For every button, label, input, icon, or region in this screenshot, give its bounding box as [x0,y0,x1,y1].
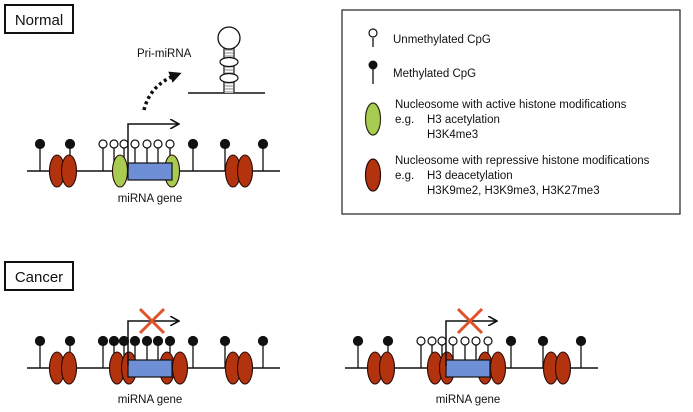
blocked-cross-icon [138,307,166,335]
unmethylated-cpg-icon [483,336,493,346]
unmethylated-cpg-icon [416,336,426,346]
legend-active-title: Nucleosome with active histone modificat… [395,99,627,111]
methylated-cpg-icon [575,335,587,347]
mirna-gene-box [127,359,173,378]
methylated-cpg-icon [368,60,378,84]
repressive-nucleosome [60,351,78,385]
pri-mirna-hairpin-icon [188,26,265,94]
unmethylated-cpg-icon [437,336,447,346]
cancer-label-box: Cancer [4,261,74,291]
active-nucleosome-icon [364,102,382,136]
legend-repressive-title: Nucleosome with repressive histone modif… [395,155,650,167]
normal-label-box: Normal [4,4,74,34]
cancer-gene-label-1: miRNA gene [118,394,183,406]
cancer-panel: Cancer miRNA gene miRNA gene [4,261,598,406]
mirna-gene-box [445,359,491,378]
unmethylated-cpg-icon [368,28,378,47]
methylated-cpg-icon [352,335,364,347]
methylated-cpg-icon [34,335,46,347]
legend-repressive-mod-1: H3 deacetylation [427,170,513,182]
methylated-cpg-icon [129,335,141,347]
legend-active-mod-2: H3K4me3 [427,129,478,141]
legend-repressive-eg: e.g. [395,170,414,182]
unmethylated-cpg-icon [130,139,140,149]
methylated-cpg-icon [219,138,231,150]
unmethylated-cpg-icon [98,139,108,149]
unmethylated-cpg-icon [448,336,458,346]
repressive-nucleosome [236,154,254,188]
transcription-start-arrow [127,321,178,366]
unmethylated-cpg-icon [119,139,129,149]
repressive-nucleosome [60,154,78,188]
normal-gene-label: miRNA gene [118,193,183,205]
methylated-cpg-icon [118,335,130,347]
unmethylated-cpg-icon [109,139,119,149]
methylated-cpg-icon [97,335,109,347]
repressive-nucleosome [236,351,254,385]
cancer-gene-locus-methylated [27,307,280,385]
repressive-nucleosome [489,351,507,385]
transcription-start-arrow [445,321,496,366]
legend-active-eg: e.g. [395,114,414,126]
methylated-cpg-icon [187,335,199,347]
mirna-gene-box [127,162,173,181]
normal-label: Normal [15,12,63,29]
unmethylated-cpg-icon [153,139,163,149]
methylated-cpg-icon [64,138,76,150]
methylated-cpg-icon [164,335,176,347]
repressive-nucleosome [378,351,396,385]
legend: Unmethylated CpG Methylated CpG Nucleoso… [341,9,681,215]
normal-panel: Normal Pri-miRNA miRNA gene [4,4,280,205]
cancer-gene-label-2: miRNA gene [436,394,501,406]
unmethylated-cpg-icon [427,336,437,346]
transcription-start-arrow [127,124,178,169]
legend-repressive-mod-2: H3K9me2, H3K9me3, H3K27me3 [427,185,600,197]
methylated-cpg-icon [187,138,199,150]
repressive-nucleosome [554,351,572,385]
normal-gene-locus [27,124,280,188]
methylated-cpg-icon [257,138,269,150]
methylated-cpg-icon [219,335,231,347]
blocked-cross-icon [456,307,484,335]
methylated-cpg-icon [257,335,269,347]
methylated-cpg-icon [537,335,549,347]
repressive-nucleosome [171,351,189,385]
unmethylated-cpg-icon [165,139,175,149]
methylated-cpg-icon [108,335,120,347]
methylated-cpg-icon [382,335,394,347]
unmethylated-cpg-icon [142,139,152,149]
active-nucleosome [111,154,129,188]
legend-active-mod-1: H3 acetylation [427,114,500,126]
transcription-dotted-arrow [142,71,182,111]
methylated-cpg-icon [505,335,517,347]
unmethylated-cpg-icon [471,336,481,346]
methylated-cpg-icon [141,335,153,347]
pri-mirna-label: Pri-miRNA [137,48,192,60]
repressive-nucleosome-icon [364,158,382,192]
legend-methylated-label: Methylated CpG [393,68,476,80]
legend-unmethylated-label: Unmethylated CpG [393,34,491,46]
unmethylated-cpg-icon [460,336,470,346]
methylated-cpg-icon [34,138,46,150]
cancer-label: Cancer [15,269,63,286]
methylated-cpg-icon [152,335,164,347]
cancer-gene-locus-unmethylated [345,307,598,385]
methylated-cpg-icon [64,335,76,347]
